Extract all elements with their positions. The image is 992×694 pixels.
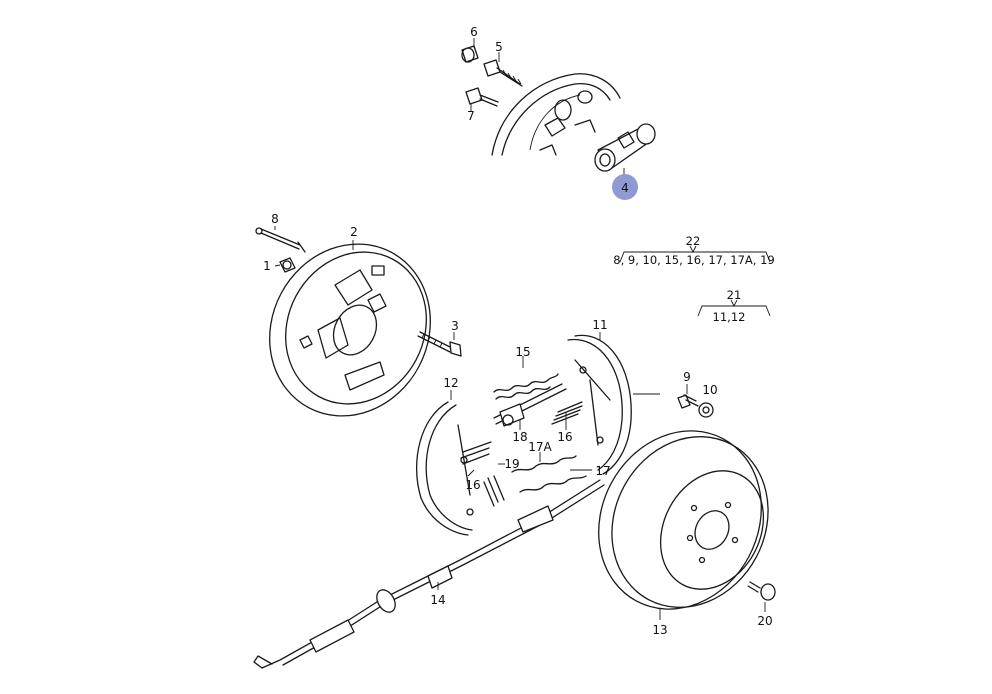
callout-13[interactable]: 13: [652, 623, 667, 637]
leader-lines: [274, 38, 766, 620]
upper-bolt: [465, 87, 499, 107]
backing-plate: [269, 243, 431, 417]
callout-12[interactable]: 12: [443, 376, 458, 390]
callout-2[interactable]: 2: [350, 225, 358, 239]
upper-return-spring: [493, 373, 559, 400]
bleeder-cap: [461, 45, 479, 63]
hold-down-spring-right: [551, 401, 583, 425]
callout-17[interactable]: 17: [595, 464, 610, 478]
callout-16-right[interactable]: 16: [557, 430, 572, 444]
bleeder-screw: [483, 59, 523, 87]
callout-6[interactable]: 6: [470, 25, 478, 39]
callout-4[interactable]: 4: [621, 181, 629, 195]
wheel-cylinder: [594, 123, 656, 172]
callout-3[interactable]: 3: [451, 319, 459, 333]
callout-7[interactable]: 7: [467, 109, 475, 123]
handbrake-cable: [253, 479, 605, 669]
callout-8[interactable]: 8: [271, 212, 279, 226]
nut: [279, 257, 296, 273]
upper-backing-plate: [491, 73, 621, 156]
callout-15[interactable]: 15: [515, 345, 530, 359]
callout-19[interactable]: 19: [504, 457, 519, 471]
lower-return-spring: [511, 455, 587, 493]
group-21-label: 21: [727, 288, 742, 302]
callout-14[interactable]: 14: [430, 593, 445, 607]
adjuster-strut: [493, 383, 567, 427]
adjuster-spring: [677, 394, 699, 409]
callouts: 6 5 7 4 8 1 2 3 15 11 12 9 10 18 16 17A …: [263, 25, 772, 637]
group-22-label: 22: [686, 234, 701, 248]
group-21: 21 11,12: [697, 288, 771, 324]
callout-18[interactable]: 18: [512, 430, 527, 444]
lower-spring: [483, 475, 505, 507]
callout-17a[interactable]: 17A: [528, 440, 552, 454]
callout-1[interactable]: 1: [263, 259, 271, 273]
pivot-pin: [255, 227, 306, 253]
hold-down-spring-left: [460, 441, 492, 465]
callout-5[interactable]: 5: [495, 40, 503, 54]
brake-drum: [598, 430, 769, 610]
mounting-bolt: [417, 331, 462, 357]
callout-10[interactable]: 10: [702, 383, 717, 397]
group-22: 22 8, 9, 10, 15, 16, 17, 17A, 19: [613, 234, 774, 267]
wheel-bolt: [747, 581, 776, 601]
brake-shoe-left: [415, 401, 474, 536]
callout-20[interactable]: 20: [757, 614, 772, 628]
highlight-marker[interactable]: [612, 174, 638, 200]
brake-shoe-right: [567, 334, 632, 475]
callout-11[interactable]: 11: [592, 318, 607, 332]
group-22-items: 8, 9, 10, 15, 16, 17, 17A, 19: [613, 253, 774, 267]
adjuster-nut: [698, 402, 714, 418]
callout-9[interactable]: 9: [683, 370, 691, 384]
group-21-items: 11,12: [713, 310, 746, 324]
callout-16-left[interactable]: 16: [465, 478, 480, 492]
